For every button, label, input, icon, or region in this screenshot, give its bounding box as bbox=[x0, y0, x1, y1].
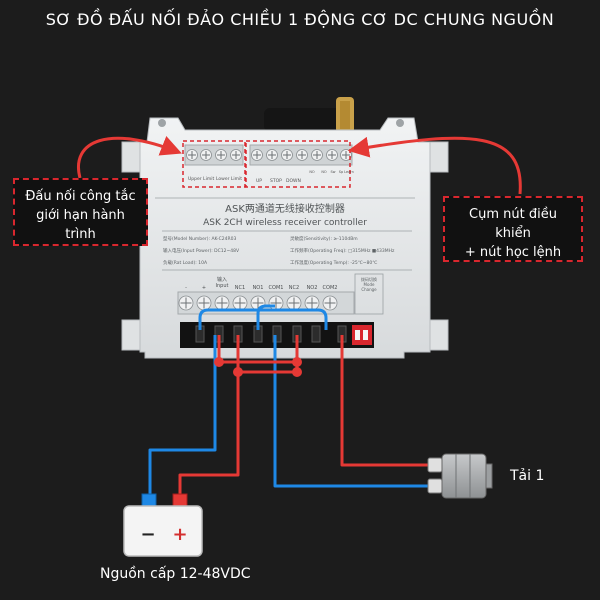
power-plus-symbol: + bbox=[172, 524, 187, 545]
limit-screw-terminal bbox=[215, 149, 227, 161]
terminal-strip bbox=[180, 322, 374, 348]
control-terminal-label: Learn bbox=[344, 170, 354, 174]
spec-load: 负载(Rat Load): 10A bbox=[163, 259, 208, 266]
terminal-label: NO2 bbox=[307, 285, 318, 291]
power-screw-terminal bbox=[196, 295, 212, 311]
blue-wires bbox=[148, 304, 428, 497]
load-device bbox=[427, 453, 493, 499]
control-screw-terminal bbox=[311, 149, 323, 161]
power-screw-terminal bbox=[286, 295, 302, 311]
power-screw-terminal bbox=[268, 295, 284, 311]
power-screw-terminal bbox=[232, 295, 248, 311]
terminal-label: - bbox=[185, 285, 187, 291]
antenna bbox=[264, 97, 354, 133]
spec-sensitivity: 灵敏度(Sensitivity): ≥-110dBm bbox=[290, 235, 358, 242]
control-screw-terminal bbox=[326, 149, 338, 161]
red-wires bbox=[178, 335, 428, 497]
terminal-label: NC1 bbox=[235, 285, 245, 291]
terminal-pin bbox=[311, 325, 321, 343]
top-left-terminal-block: Upper Limit Lower Limit bbox=[182, 140, 246, 188]
lower-limit-label: Lower Limit bbox=[216, 176, 242, 182]
limit-switch-callout-line1: Đấu nối công tắc bbox=[25, 189, 136, 204]
control-terminal-label: NO bbox=[309, 170, 315, 174]
spec-model: 型号(Model Number): AK-C24R03 bbox=[163, 235, 237, 242]
power-screw-terminal bbox=[214, 295, 230, 311]
terminal-label: + bbox=[202, 285, 206, 291]
spec-temperature: 工作温度(Operating Temp): -25℃~80℃ bbox=[290, 259, 377, 266]
control-buttons-callout: Cụm nút điều khiển + nút học lệnh bbox=[443, 196, 583, 262]
terminal-label: NO1 bbox=[253, 285, 264, 291]
control-screw-terminal bbox=[281, 149, 293, 161]
terminal-pin bbox=[272, 325, 282, 343]
callout-arrow-right bbox=[347, 136, 522, 195]
stop-label: STOP bbox=[270, 178, 282, 184]
load-label: Tải 1 bbox=[510, 468, 545, 484]
power-screw-terminal bbox=[178, 295, 194, 311]
control-screw-terminal bbox=[251, 149, 263, 161]
limit-screw-terminal bbox=[200, 149, 212, 161]
limit-switch-callout: Đấu nối công tắc giới hạn hành trình bbox=[13, 178, 148, 246]
control-buttons-callout-line2: + nút học lệnh bbox=[464, 244, 562, 260]
device-label-panel: ASK两通道无线接收控制器 ASK 2CH wireless receiver … bbox=[155, 197, 415, 271]
down-label: DOWN bbox=[286, 178, 301, 184]
control-terminal-label: NO bbox=[321, 170, 327, 174]
up-label: UP bbox=[256, 178, 262, 184]
terminal-label: NC2 bbox=[289, 285, 299, 291]
control-buttons-callout-line1: Cụm nút điều khiển bbox=[469, 207, 557, 241]
spec-frequency: 工作频率(Operating Freq): □315MHz ■433MHz bbox=[290, 247, 395, 254]
control-screw-terminal bbox=[296, 149, 308, 161]
control-screw-terminal bbox=[266, 149, 278, 161]
callout-arrow-left bbox=[77, 136, 182, 179]
terminal-label: COM1 bbox=[269, 285, 284, 291]
brand-text: ASK两通道无线接收控制器 bbox=[225, 202, 345, 215]
diagram-title: SƠ ĐỒ ĐẤU NỐI ĐẢO CHIỀU 1 ĐỘNG CƠ DC CHU… bbox=[45, 10, 555, 29]
control-terminal-label: Sw bbox=[330, 170, 335, 174]
spec-input-power: 输入电压(Input Power): DC12~48V bbox=[163, 247, 240, 254]
power-screw-terminal bbox=[304, 295, 320, 311]
power-supply-label: Nguồn cấp 12-48VDC bbox=[100, 566, 251, 582]
power-screw-terminal bbox=[322, 295, 338, 311]
upper-limit-label: Upper Limit bbox=[188, 176, 214, 182]
limit-screw-terminal bbox=[186, 149, 198, 161]
device-subtitle: ASK 2CH wireless receiver controller bbox=[203, 218, 367, 228]
control-terminal-label: Sp bbox=[339, 170, 344, 174]
power-minus-symbol: − bbox=[140, 524, 155, 545]
limit-switch-callout-line2: giới hạn hành trình bbox=[36, 207, 125, 242]
terminal-label: COM2 bbox=[323, 285, 338, 291]
limit-screw-terminal bbox=[230, 149, 242, 161]
power-supply: − + bbox=[123, 493, 203, 557]
